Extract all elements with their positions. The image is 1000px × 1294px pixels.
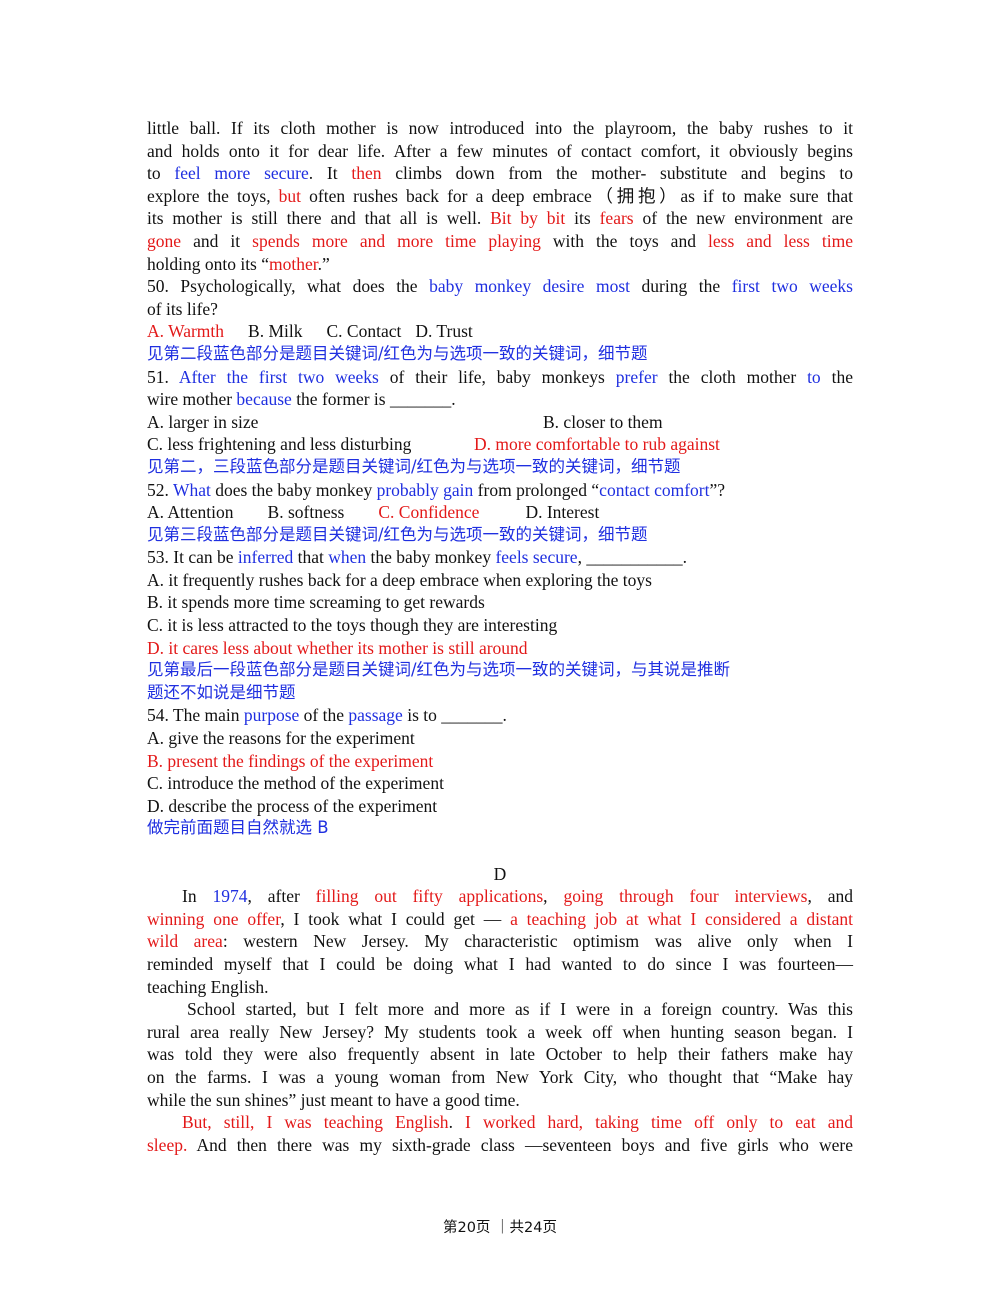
text-line: winning one offer, I took what I could g…	[147, 908, 853, 929]
question-52-options: A. Attention B. softness C. Confidence D. I…	[147, 501, 853, 524]
text-line: gone and it spends more and more time pl…	[147, 230, 854, 251]
option-c: C. introduce the method of the experimen…	[147, 773, 444, 794]
text-line: rural area really New Jersey? My student…	[147, 1021, 853, 1042]
question-51: 51. After the first two weeks of their l…	[147, 366, 853, 387]
option-a: A. Warmth	[147, 321, 225, 342]
answer-note: 见第最后一段蓝色部分是题目关键词/红色为与选项一致的关键词，与其说是推断	[147, 660, 731, 680]
option-a: A. larger in size	[147, 411, 259, 432]
section-heading: D	[493, 863, 507, 884]
option-a: A. Attention	[147, 502, 234, 523]
text-line: wild area: western New Jersey. My charac…	[147, 931, 853, 952]
option-b: B. Milk	[248, 321, 303, 342]
answer-note: 题还不如说是细节题	[147, 682, 296, 702]
text-line: reminded myself that I could be doing wh…	[147, 953, 853, 974]
option-a: A. give the reasons for the experiment	[147, 728, 415, 749]
option-b: B. present the findings of the experimen…	[147, 750, 434, 771]
text-line: while the sun shines” just meant to have…	[147, 1089, 520, 1110]
answer-note: 见第二，三段蓝色部分是题目关键词/红色为与选项一致的关键词，细节题	[147, 456, 681, 476]
text-line: sleep. And then there was my sixth-grade…	[147, 1134, 853, 1155]
text-line: explore the toys, but often rushes back …	[147, 185, 853, 206]
question-50-line2: of its life?	[147, 298, 218, 319]
answer-note: 做完前面题目自然就选 B	[147, 818, 329, 838]
option-c: C. it is less attracted to the toys thou…	[147, 615, 558, 636]
page-footer: 第20页 ｜共24页	[442, 1220, 557, 1236]
option-d: D. describe the process of the experimen…	[147, 795, 438, 816]
answer-note: 见第二段蓝色部分是题目关键词/红色为与选项一致的关键词，细节题	[147, 343, 648, 363]
option-a: A. it frequently rushes back for a deep …	[147, 569, 652, 590]
text-line: holding onto its “mother.”	[147, 253, 330, 274]
option-b: B. closer to them	[543, 411, 663, 432]
question-51-options-row1: A. larger in size B. closer to them	[147, 411, 853, 434]
text-line: on the farms. I was a young woman from N…	[147, 1066, 853, 1087]
option-c: C. less frightening and less disturbing	[147, 434, 412, 455]
text-line: its mother is still there and that all i…	[147, 208, 853, 229]
text-line: little ball. If its cloth mother is now …	[147, 118, 853, 138]
option-c: C. Contact	[326, 321, 402, 342]
option-b: B. it spends more time screaming to get …	[147, 592, 485, 613]
question-50-options: A. Warmth B. Milk C. Contact D. Trust	[147, 320, 853, 343]
text-line: School started, but I felt more and more…	[187, 999, 853, 1020]
document-body: little ball. If its cloth mother is now …	[147, 117, 853, 1156]
text-line: and holds onto it for dear life. After a…	[147, 140, 853, 161]
question-50: 50. Psychologically, what does the baby …	[147, 276, 853, 297]
option-d: D. more comfortable to rub against	[474, 434, 720, 455]
text-line: to feel more secure. It then climbs down…	[147, 163, 853, 184]
option-b: B. softness	[267, 502, 345, 523]
text-line: was told they were also frequently absen…	[147, 1044, 853, 1065]
question-51-line2: wire mother because the former is ______…	[147, 389, 456, 410]
option-d: D. Interest	[525, 502, 600, 523]
text-line: In 1974, after filling out fifty applica…	[182, 886, 853, 907]
option-c: C. Confidence	[378, 502, 480, 523]
text-line: But, still, I was teaching English. I wo…	[182, 1112, 854, 1133]
option-d: D. it cares less about whether its mothe…	[147, 637, 528, 658]
text-line: teaching English.	[147, 976, 269, 997]
option-d: D. Trust	[415, 321, 473, 342]
answer-note: 见第三段蓝色部分是题目关键词/红色为与选项一致的关键词，细节题	[147, 524, 648, 544]
question-53: 53. It can be inferred that when the bab…	[147, 547, 687, 568]
question-52: 52. What does the baby monkey probably g…	[147, 479, 726, 500]
question-51-options-row2: C. less frightening and less disturbing D…	[147, 433, 853, 456]
question-54: 54. The main purpose of the passage is t…	[147, 705, 507, 726]
